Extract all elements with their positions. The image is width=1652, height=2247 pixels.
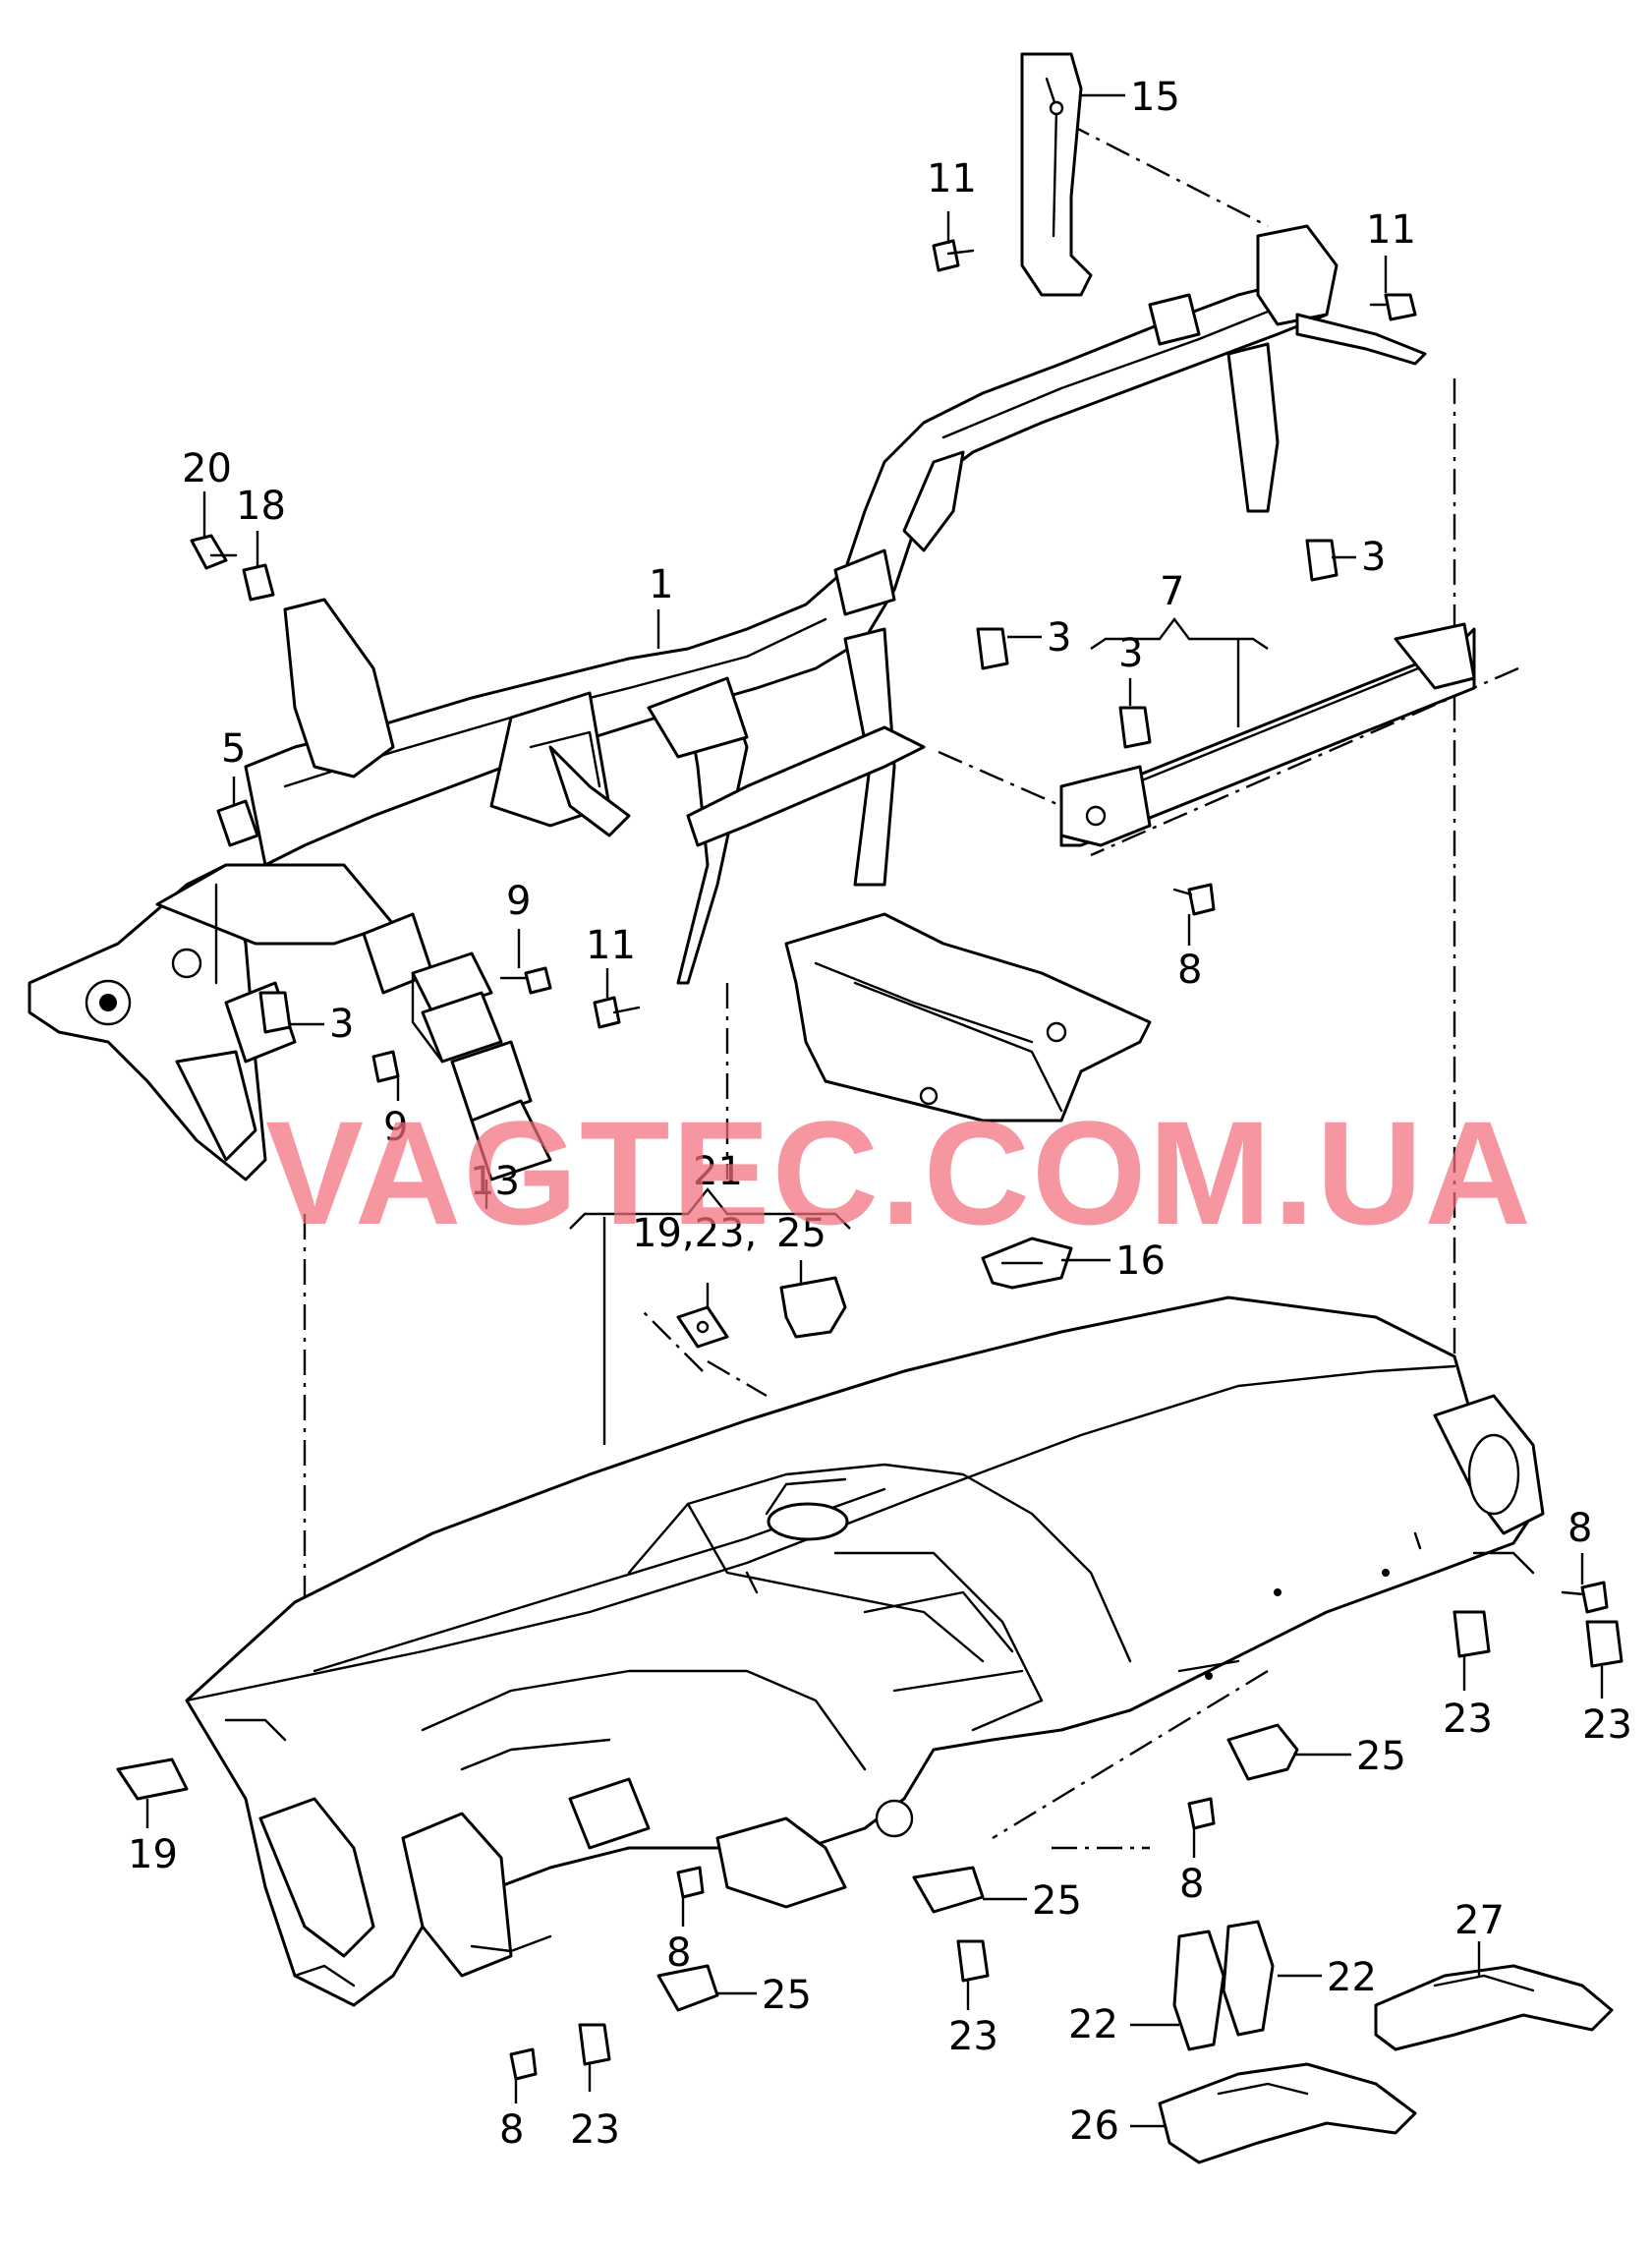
trim-part-26 — [1158, 2062, 1417, 2164]
rail-part-7 — [1059, 622, 1476, 847]
label-23: 23 — [1582, 1702, 1632, 1748]
spacer-part-18 — [242, 563, 275, 602]
nut-parts-3 — [258, 539, 1339, 1034]
instrument-panel — [185, 1296, 1545, 2007]
label-3: 3 — [1118, 631, 1143, 676]
label-19: 19 — [128, 1832, 178, 1877]
label-23: 23 — [570, 2107, 620, 2153]
shield-part-21 — [784, 912, 1152, 1123]
label-9: 9 — [383, 1105, 408, 1150]
label-18: 18 — [236, 484, 286, 529]
label-3: 3 — [1361, 535, 1386, 580]
clip-part-25-left — [656, 1964, 719, 2012]
cross-member-part-1 — [28, 224, 1427, 1181]
clip-part-25-top — [779, 1276, 847, 1339]
trim-part-27 — [1374, 1964, 1614, 2051]
callout-labels: 15 11 11 20 18 1 3 3 7 3 5 3 8 9 11 9 13… — [128, 75, 1632, 2153]
group-brackets — [569, 617, 1269, 1445]
clip-part-16 — [981, 1237, 1073, 1290]
blocks-part-13 — [411, 951, 552, 1181]
label-5: 5 — [221, 726, 246, 772]
label-19-23-group: 19,23, — [632, 1211, 757, 1256]
label-13: 13 — [470, 1159, 520, 1204]
label-9: 9 — [506, 879, 531, 924]
label-3: 3 — [1047, 615, 1071, 661]
label-7: 7 — [1160, 569, 1184, 614]
label-11: 11 — [586, 923, 636, 968]
label-20: 20 — [182, 446, 232, 491]
bracket-part-15 — [1020, 52, 1093, 297]
clip-part-19-left — [116, 1757, 189, 1801]
clip-part-25-right — [1226, 1723, 1299, 1781]
label-22: 22 — [1068, 2002, 1118, 2047]
label-3: 3 — [329, 1002, 354, 1047]
label-8: 8 — [1179, 1862, 1204, 1907]
nut-parts-23 — [578, 1610, 1624, 2066]
bolts — [371, 239, 1609, 2081]
sleeve-part-5 — [216, 799, 259, 847]
label-15: 15 — [1130, 75, 1180, 120]
watermark-text: VAGTEC.COM.UA — [265, 1090, 1533, 1255]
assembly-lines — [303, 121, 1519, 1850]
label-21: 21 — [693, 1149, 743, 1194]
label-25: 25 — [1032, 1878, 1082, 1924]
label-1: 1 — [649, 562, 673, 607]
label-22: 22 — [1327, 1955, 1377, 2000]
clip-part-25-center — [912, 1866, 985, 1914]
bolt-part-20 — [190, 534, 238, 570]
label-8: 8 — [499, 2107, 524, 2153]
label-26: 26 — [1069, 2103, 1119, 2149]
label-25: 25 — [762, 1973, 812, 2018]
label-11: 11 — [927, 156, 977, 202]
leader-lines — [145, 93, 1604, 2128]
clip-part-19-top — [676, 1305, 729, 1349]
label-23: 23 — [1443, 1697, 1493, 1742]
label-16: 16 — [1115, 1239, 1166, 1284]
clips-part-22 — [1172, 1920, 1275, 2051]
label-27: 27 — [1454, 1898, 1505, 1943]
label-23: 23 — [948, 2014, 998, 2059]
label-25: 25 — [1356, 1734, 1406, 1779]
label-11: 11 — [1366, 207, 1416, 253]
label-8: 8 — [1177, 948, 1202, 993]
label-8: 8 — [1567, 1506, 1592, 1551]
label-8: 8 — [666, 1930, 691, 1976]
label-25: 25 — [776, 1211, 826, 1256]
